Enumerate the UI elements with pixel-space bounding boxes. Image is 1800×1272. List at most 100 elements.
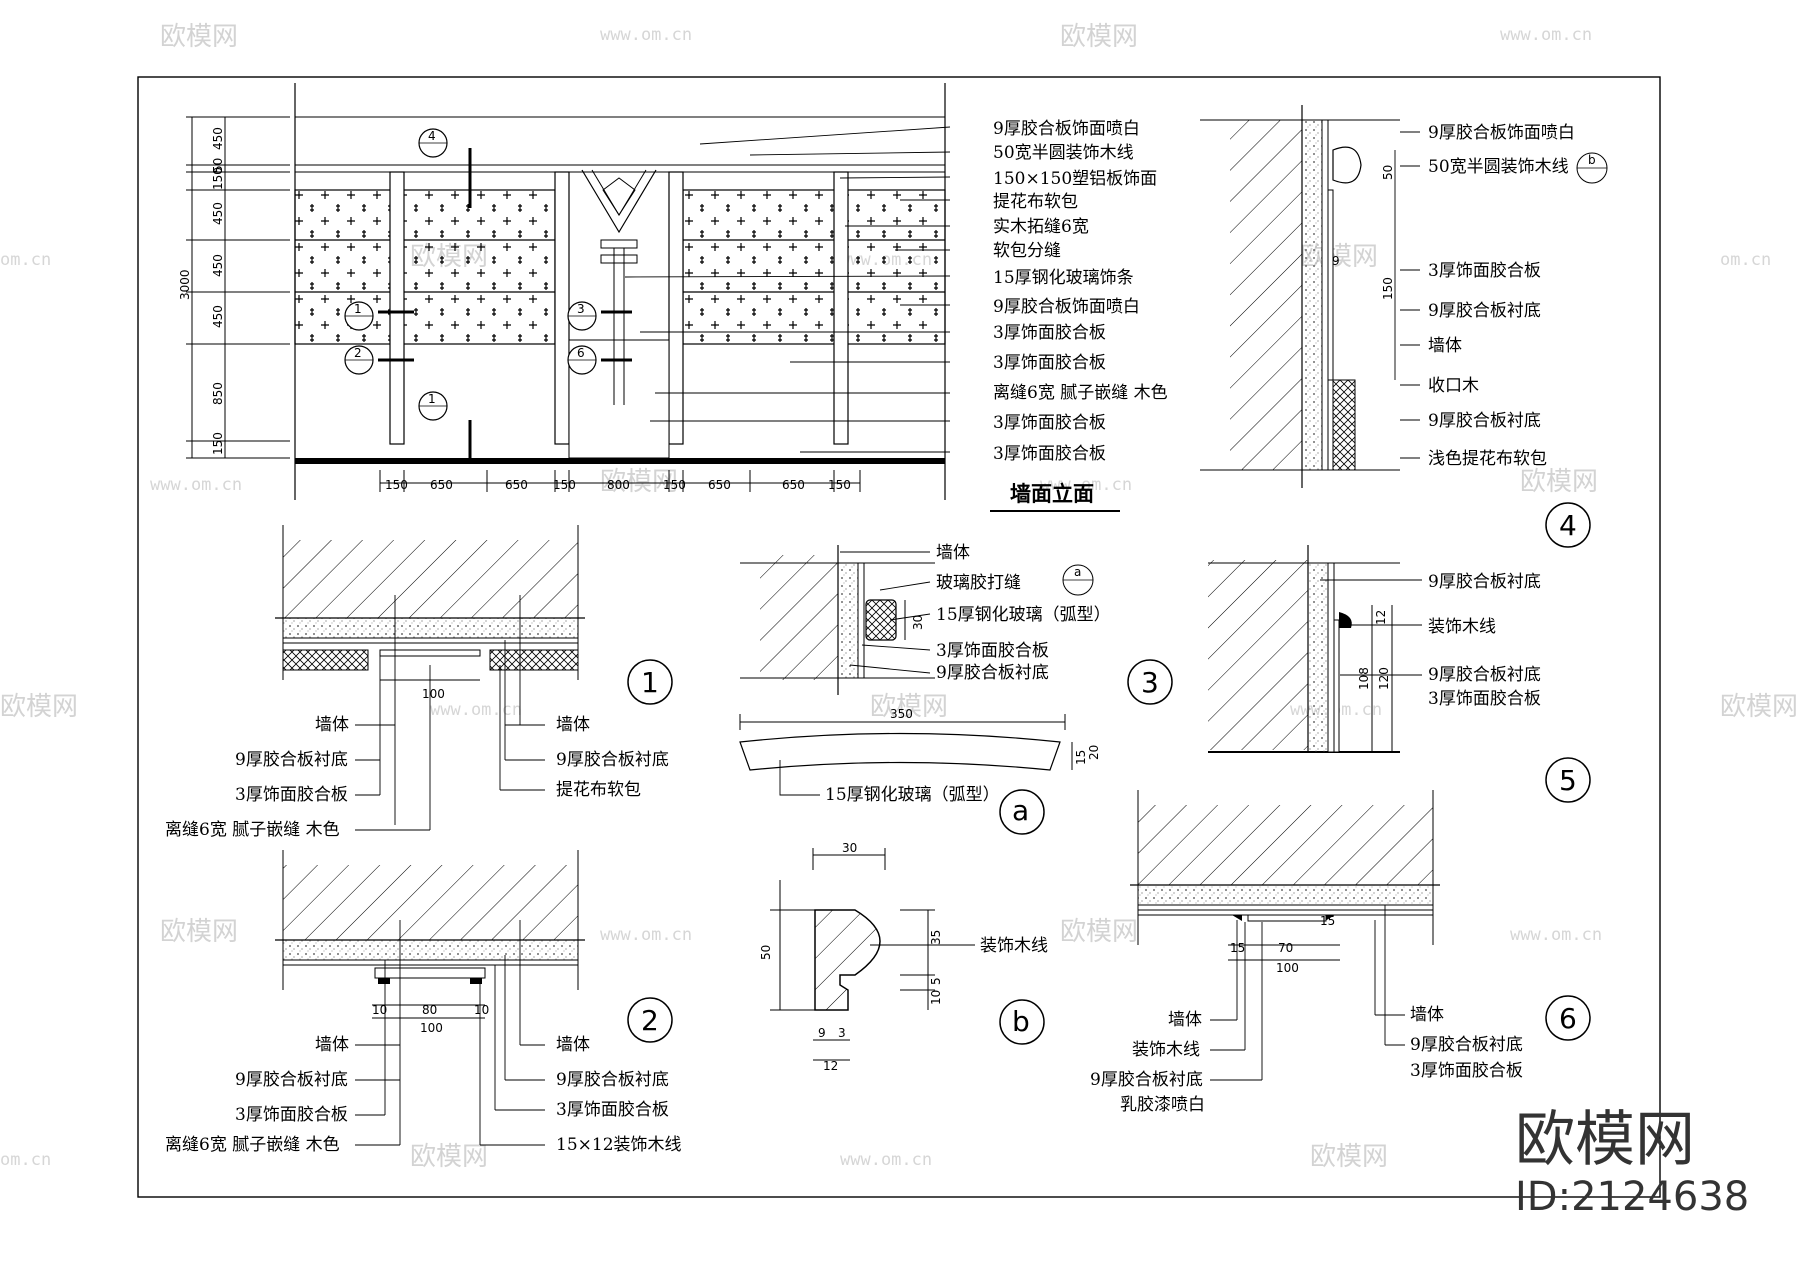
dim-v: 450	[211, 305, 225, 328]
watermark-brand: 欧模网	[1720, 692, 1798, 722]
d4-label: 3厚饰面胶合板	[1428, 261, 1541, 281]
dim-v: 150	[211, 167, 225, 190]
d3-label: 3厚饰面胶合板	[936, 641, 1049, 661]
watermark-brand: 欧模网	[1060, 22, 1138, 52]
d3-ref: a	[1074, 565, 1081, 579]
db-label: 装饰木线	[980, 936, 1048, 956]
dim-v: 450	[211, 127, 225, 150]
elev-label: 3厚饰面胶合板	[993, 353, 1106, 373]
d2-label: 墙体	[556, 1035, 590, 1055]
elev-label: 50宽半圆装饰木线	[993, 143, 1134, 163]
watermark-brand: 欧模网	[1520, 467, 1598, 497]
brand-name: 欧模网	[1515, 1105, 1695, 1175]
d3-label: 15厚钢化玻璃（弧型）	[936, 605, 1111, 625]
watermark-url: www.om.cn	[1510, 925, 1602, 945]
d6-label: 墙体	[1410, 1005, 1444, 1025]
db-dim: 30	[842, 841, 857, 855]
watermark-url: om.cn	[1720, 250, 1771, 270]
wall-elevation: 3000 450 50 150 450 450 450 850 150	[178, 83, 1168, 512]
watermark-brand: 欧模网	[600, 467, 678, 497]
d4-label: 墙体	[1428, 336, 1462, 356]
db-dim: 50	[759, 945, 773, 960]
d2-dim: 10	[372, 1003, 387, 1017]
detail-6-number: 6	[1559, 1002, 1577, 1035]
d5-dim: 120	[1377, 667, 1391, 690]
d4-dim: 50	[1381, 165, 1395, 180]
d1-label: 墙体	[315, 715, 349, 735]
d2-label: 3厚饰面胶合板	[556, 1100, 669, 1120]
d6-label: 9厚胶合板衬底	[1090, 1070, 1203, 1090]
db-dim: 5	[929, 977, 943, 985]
callout-1b: 1	[428, 392, 436, 406]
dim-v: 50	[211, 158, 225, 173]
watermark-url: www.om.cn	[150, 475, 242, 495]
watermark-brand: 欧模网	[160, 917, 238, 947]
d2-label: 3厚饰面胶合板	[235, 1105, 348, 1125]
watermark-brand: 欧模网	[160, 22, 238, 52]
drawing-frame	[137, 76, 1661, 1198]
d3-dim: 30	[911, 615, 925, 630]
dim-h: 650	[430, 478, 453, 492]
callout-4: 4	[428, 129, 436, 143]
d6-dim: 100	[1276, 961, 1299, 975]
db-dim: 35	[929, 930, 943, 945]
d1-label: 离缝6宽 腻子嵌缝 木色	[165, 820, 340, 840]
d6-dim: 70	[1278, 941, 1293, 955]
d4-label: 9厚胶合板饰面喷白	[1428, 123, 1575, 143]
d4-dim: 9	[1332, 254, 1340, 268]
elev-label: 离缝6宽 腻子嵌缝 木色	[993, 383, 1168, 403]
detail-a-number: a	[1012, 794, 1029, 827]
dim-h: 150	[553, 478, 576, 492]
elev-label: 15厚钢化玻璃饰条	[993, 268, 1134, 288]
dim-v: 450	[211, 254, 225, 277]
db-dim: 3	[838, 1026, 846, 1040]
d3-label: 墙体	[936, 543, 970, 563]
db-dim: 9	[818, 1026, 826, 1040]
watermark-url: www.om.cn	[840, 1150, 932, 1170]
detail-5-number: 5	[1559, 764, 1577, 797]
callout-2: 2	[354, 346, 362, 360]
watermark-url: www.om.cn	[600, 925, 692, 945]
callout-3: 3	[577, 302, 585, 316]
detail-2-number: 2	[641, 1004, 659, 1037]
d1-label: 墙体	[556, 715, 590, 735]
detail-6: 15 70 15 100 墙体 装饰木线 9厚胶合板衬底 乳胶漆喷白 墙体 9厚…	[1090, 790, 1591, 1115]
detail-1-number: 1	[641, 666, 659, 699]
watermark-brand: 欧模网	[870, 692, 948, 722]
watermark-brand: 欧模网	[1060, 917, 1138, 947]
dim-h: 650	[708, 478, 731, 492]
watermark-url: om.cn	[0, 1150, 51, 1170]
d1-label: 9厚胶合板衬底	[235, 750, 348, 770]
detail-3-number: 3	[1141, 666, 1159, 699]
detail-4: 50 150 9 9厚胶合板饰面喷白 50宽半圆装饰木线 b 3厚饰面胶合板 9…	[1200, 105, 1608, 548]
d5-label: 装饰木线	[1428, 617, 1496, 637]
detail-3: 30 墙体 玻璃胶打缝 a 15厚钢化玻璃（弧型） 3厚饰面胶合板 9厚胶合板衬…	[740, 543, 1173, 705]
elev-label: 150×150塑铝板饰面	[993, 169, 1157, 189]
d1-label: 提花布软包	[556, 780, 641, 800]
watermark-url: www.om.cn	[1500, 25, 1592, 45]
d4-label: 50宽半圆装饰木线	[1428, 157, 1569, 177]
d6-dim: 15	[1320, 914, 1335, 928]
elevation-title: 墙面立面	[1010, 482, 1094, 506]
dim-h: 650	[782, 478, 805, 492]
d2-label: 9厚胶合板衬底	[556, 1070, 669, 1090]
elev-label: 9厚胶合板饰面喷白	[993, 119, 1140, 139]
elev-label: 3厚饰面胶合板	[993, 323, 1106, 343]
d4-label: 收口木	[1428, 376, 1479, 396]
dim-v: 150	[211, 432, 225, 455]
detail-a: 350 15 20 15厚钢化玻璃（弧型） a	[739, 707, 1101, 835]
elev-label: 9厚胶合板饰面喷白	[993, 297, 1140, 317]
detail-1: 100 墙体 9厚胶合板衬底 3厚饰面胶合板 离缝6宽 腻子嵌缝 木色 墙体 9…	[165, 525, 673, 840]
d2-label: 15×12装饰木线	[556, 1135, 682, 1155]
da-dim: 350	[890, 707, 913, 721]
dim-h: 150	[663, 478, 686, 492]
d5-dim: 108	[1357, 667, 1371, 690]
d5-label: 9厚胶合板衬底	[1428, 572, 1541, 592]
brand-id: ID:2124638	[1515, 1174, 1749, 1220]
d2-dim: 10	[474, 1003, 489, 1017]
elev-label: 实木拓缝6宽	[993, 217, 1089, 237]
d5-dim: 12	[1374, 610, 1388, 625]
d6-label: 墙体	[1168, 1010, 1202, 1030]
db-dim: 10	[929, 990, 943, 1005]
